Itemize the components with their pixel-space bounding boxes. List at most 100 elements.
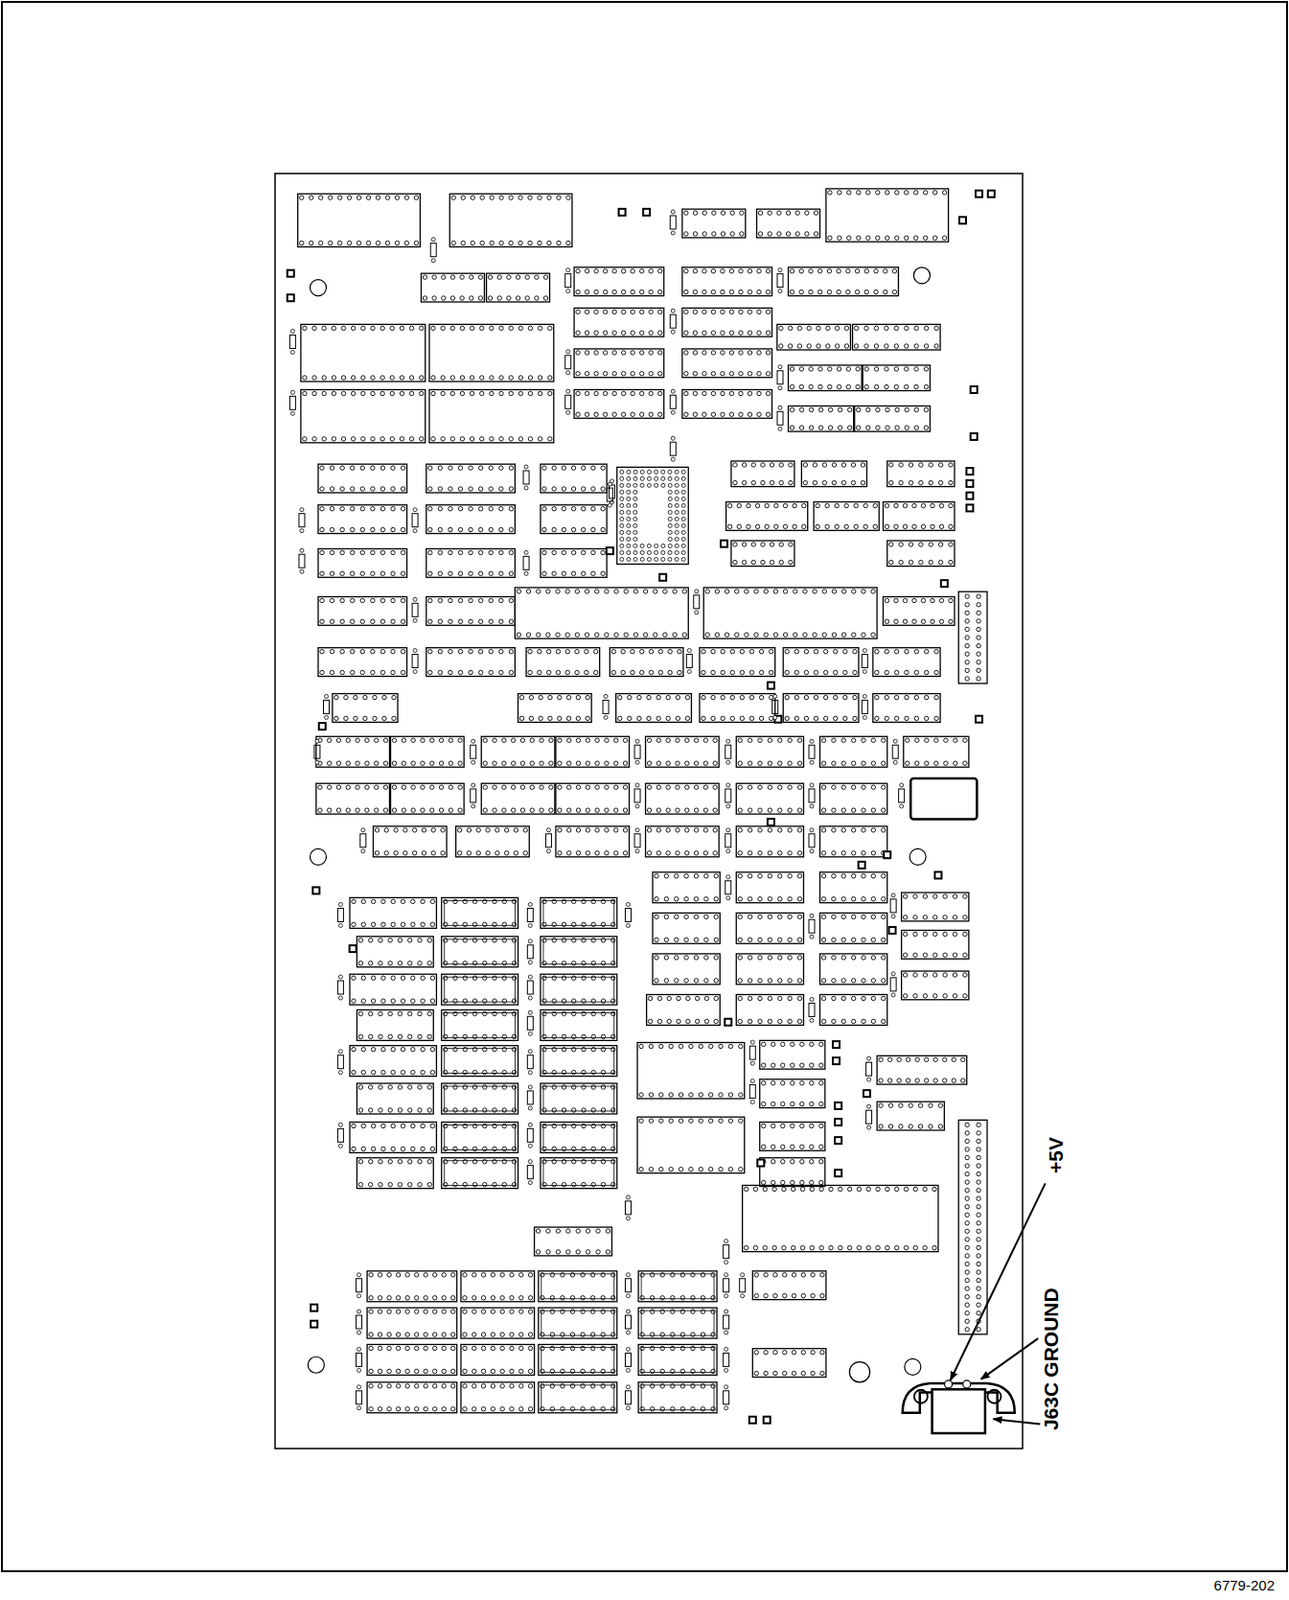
- ic-pin: [711, 648, 715, 653]
- ic-pin: [902, 503, 907, 507]
- ic-pin: [761, 1062, 766, 1067]
- ic-outline: [820, 736, 888, 767]
- ic-pin: [831, 937, 836, 942]
- ic-pin: [668, 1043, 673, 1048]
- ic-pin: [557, 715, 562, 720]
- ic-outline: [731, 460, 795, 487]
- ic-pin: [711, 669, 715, 674]
- ic-pin: [767, 760, 772, 765]
- ic-outline: [820, 872, 888, 903]
- ic-pin: [478, 598, 483, 602]
- ic-pin: [943, 931, 947, 936]
- ic-pin: [905, 1078, 910, 1082]
- ic-pin: [499, 571, 504, 576]
- ic-pin: [400, 550, 405, 554]
- ic-pin: [913, 235, 918, 240]
- ic-pin: [370, 550, 375, 554]
- ic-pin: [904, 407, 909, 412]
- ic-pin: [513, 828, 518, 832]
- ic-chip: [456, 826, 530, 857]
- ic-pin: [875, 407, 880, 412]
- ic-pin: [457, 828, 461, 832]
- ic-pin: [704, 995, 709, 1000]
- ic-pin: [852, 669, 857, 674]
- ic-pin: [394, 195, 399, 200]
- ic-pin: [508, 527, 513, 531]
- ic-pin: [803, 589, 807, 594]
- ic-pin: [771, 1159, 776, 1164]
- ic-outline: [426, 505, 516, 534]
- ic-pin: [828, 235, 832, 240]
- ic-chip: [736, 993, 804, 1025]
- ic-pin: [646, 737, 651, 742]
- ic-pin: [777, 210, 782, 215]
- ic-pin: [885, 235, 890, 240]
- ic-outline: [391, 736, 465, 767]
- ic-chip: [759, 1121, 826, 1151]
- ic-pin: [391, 465, 395, 470]
- ic-pin: [575, 694, 580, 699]
- ic-pin: [904, 344, 909, 348]
- ic-pin: [648, 289, 653, 294]
- ic-pin: [466, 851, 471, 855]
- ic-pin: [557, 828, 562, 832]
- ic-pin: [485, 851, 490, 855]
- ic-pin: [672, 589, 677, 594]
- ic-pin: [575, 784, 580, 789]
- ic-pin: [302, 325, 307, 330]
- ic-outline: [426, 596, 516, 625]
- ic-pin: [913, 190, 918, 195]
- ic-outline: [429, 323, 554, 382]
- ic-pin: [961, 1078, 966, 1082]
- ic-pin: [769, 669, 774, 674]
- ic-pin: [593, 648, 598, 653]
- ic-pin: [889, 480, 894, 484]
- ic-pin: [933, 1057, 938, 1061]
- ic-pin: [908, 542, 913, 547]
- ic-pin: [637, 715, 642, 720]
- ic-pin: [767, 1018, 772, 1023]
- ic-pin: [902, 524, 907, 529]
- ic-pin: [827, 289, 831, 294]
- ic-pin: [428, 648, 433, 653]
- ic-pin: [666, 851, 670, 855]
- ic-pin: [585, 807, 590, 812]
- ic-pin: [741, 542, 746, 547]
- ic-pin: [761, 1081, 766, 1085]
- ic-pin: [738, 269, 743, 274]
- ic-outline: [682, 267, 773, 297]
- ic-pin: [692, 330, 697, 335]
- ic-pin: [536, 632, 541, 637]
- ic-outline: [645, 826, 720, 857]
- ic-pin: [693, 807, 698, 812]
- ic-pin: [469, 437, 474, 441]
- ic-pin: [585, 851, 590, 855]
- ic-pin: [800, 1179, 805, 1184]
- ic-pin: [841, 480, 846, 484]
- ic-outline: [652, 872, 720, 903]
- ic-outline: [759, 1157, 826, 1187]
- ic-pin: [646, 694, 651, 699]
- ic-pin: [703, 851, 708, 855]
- ic-pin: [372, 715, 377, 720]
- ic-pin: [720, 350, 725, 355]
- ic-pin: [861, 937, 866, 942]
- ic-chip: [514, 587, 689, 639]
- ic-pin: [894, 325, 898, 330]
- ic-pin: [694, 995, 699, 1000]
- ic-pin: [693, 874, 698, 878]
- ic-pin: [821, 955, 826, 960]
- ic-outline: [820, 782, 888, 814]
- ic-pin: [934, 737, 939, 742]
- ic-pin: [380, 391, 385, 395]
- ic-pin: [488, 619, 493, 623]
- ic-chip: [699, 647, 776, 677]
- ic-pin: [403, 828, 408, 832]
- ic-pin: [594, 269, 599, 274]
- ic-pin: [566, 195, 571, 200]
- ic-pin: [771, 1062, 776, 1067]
- ic-pin: [448, 506, 453, 511]
- ic-pin: [883, 269, 888, 274]
- ic-pin: [666, 737, 670, 742]
- ic-pin: [874, 344, 878, 348]
